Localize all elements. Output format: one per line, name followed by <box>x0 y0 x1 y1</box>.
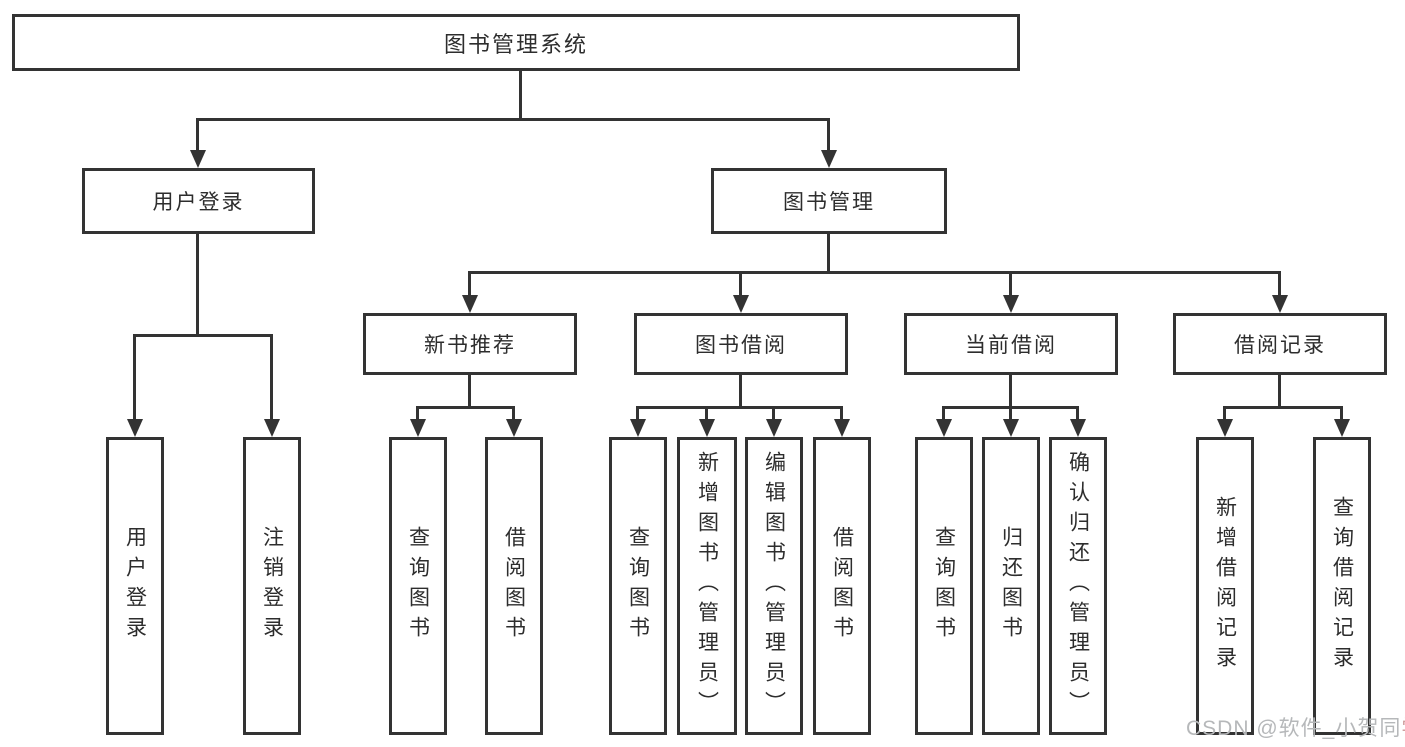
leaf-confirm-return-admin: 确认归还（管理员） <box>1049 437 1107 735</box>
leaf-label: 确认归还（管理员） <box>1066 451 1090 721</box>
connector-new-books-stem <box>468 375 471 409</box>
leaf-label: 查询图书 <box>932 526 956 646</box>
arrow-down-icon <box>1334 419 1350 437</box>
node-new-book-recommend: 新书推荐 <box>363 313 577 375</box>
arrow-down-icon <box>410 419 426 437</box>
node-book-management: 图书管理 <box>711 168 947 234</box>
connector-drop-login <box>133 334 136 420</box>
arrow-down-icon <box>506 419 522 437</box>
leaf-add-books-admin: 新增图书（管理员） <box>677 437 737 735</box>
leaf-label: 用户登录 <box>123 526 147 646</box>
connector-drop <box>942 406 945 421</box>
connector-drop-user-login <box>196 118 199 152</box>
connector-book-borrow-stem <box>739 375 742 409</box>
watermark-accent-char: 学 <box>1401 717 1405 740</box>
arrow-down-icon <box>1003 419 1019 437</box>
watermark-text: CSDN @软件_小贺同 <box>1186 717 1402 740</box>
connector-borrow-records-stem <box>1278 375 1281 409</box>
arrow-down-icon <box>630 419 646 437</box>
leaf-borrow-books-1: 借阅图书 <box>485 437 543 735</box>
node-borrowing-records: 借阅记录 <box>1173 313 1387 375</box>
connector-drop <box>840 406 843 421</box>
connector-drop-logout <box>270 334 273 420</box>
connector-drop-borrow-records <box>1278 271 1281 297</box>
node-book-borrowing: 图书借阅 <box>634 313 848 375</box>
connector-drop-new-books <box>468 271 471 297</box>
connector-root-stem <box>519 68 522 121</box>
connector-drop <box>705 406 708 421</box>
connector-book-borrow-split <box>636 406 843 409</box>
arrow-down-icon <box>821 150 837 168</box>
arrow-down-icon <box>1272 295 1288 313</box>
connector-drop-current-borrow <box>1009 271 1012 297</box>
connector-new-books-split <box>416 406 515 409</box>
leaf-add-borrow-record: 新增借阅记录 <box>1196 437 1254 735</box>
connector-level3-split <box>468 271 1281 274</box>
arrow-down-icon <box>190 150 206 168</box>
connector-level2-split <box>196 118 830 121</box>
arrow-down-icon <box>699 419 715 437</box>
leaf-return-books: 归还图书 <box>982 437 1040 735</box>
arrow-down-icon <box>936 419 952 437</box>
connector-drop <box>1340 406 1343 421</box>
connector-drop <box>1076 406 1079 421</box>
leaf-borrow-books-2: 借阅图书 <box>813 437 871 735</box>
node-current-borrowing: 当前借阅 <box>904 313 1118 375</box>
csdn-watermark: CSDN @软件_小贺同学 <box>1186 712 1405 742</box>
leaf-label: 新增借阅记录 <box>1213 496 1237 676</box>
connector-drop <box>416 406 419 421</box>
connector-borrow-records-split <box>1223 406 1343 409</box>
arrow-down-icon <box>834 419 850 437</box>
leaf-user-login: 用户登录 <box>106 437 164 735</box>
arrow-down-icon <box>733 295 749 313</box>
arrow-down-icon <box>1217 419 1233 437</box>
arrow-down-icon <box>1070 419 1086 437</box>
leaf-label: 借阅图书 <box>502 526 526 646</box>
connector-drop <box>1223 406 1226 421</box>
connector-drop <box>772 406 775 421</box>
connector-drop <box>636 406 639 421</box>
node-root-library-system: 图书管理系统 <box>12 14 1020 71</box>
leaf-label: 编辑图书（管理员） <box>762 451 786 721</box>
arrow-down-icon <box>264 419 280 437</box>
connector-drop-book-borrow <box>739 271 742 297</box>
leaf-label: 新增图书（管理员） <box>695 451 719 721</box>
arrow-down-icon <box>127 419 143 437</box>
connector-drop <box>512 406 515 421</box>
node-user-login: 用户登录 <box>82 168 315 234</box>
leaf-edit-books-admin: 编辑图书（管理员） <box>745 437 803 735</box>
connector-drop <box>1009 406 1012 421</box>
leaf-label: 归还图书 <box>999 526 1023 646</box>
connector-book-management-stem <box>827 234 830 274</box>
leaf-query-books-2: 查询图书 <box>609 437 667 735</box>
leaf-label: 借阅图书 <box>830 526 854 646</box>
arrow-down-icon <box>766 419 782 437</box>
leaf-label: 查询图书 <box>626 526 650 646</box>
arrow-down-icon <box>1003 295 1019 313</box>
leaf-query-books-3: 查询图书 <box>915 437 973 735</box>
leaf-query-borrow-record: 查询借阅记录 <box>1313 437 1371 735</box>
leaf-logout: 注销登录 <box>243 437 301 735</box>
connector-drop-book-management <box>827 118 830 152</box>
connector-current-borrow-stem <box>1009 375 1012 409</box>
arrow-down-icon <box>462 295 478 313</box>
leaf-label: 查询借阅记录 <box>1330 496 1354 676</box>
leaf-label: 注销登录 <box>260 526 284 646</box>
leaf-label: 查询图书 <box>406 526 430 646</box>
leaf-query-books-1: 查询图书 <box>389 437 447 735</box>
connector-user-login-split <box>133 334 273 337</box>
connector-user-login-stem <box>196 234 199 337</box>
